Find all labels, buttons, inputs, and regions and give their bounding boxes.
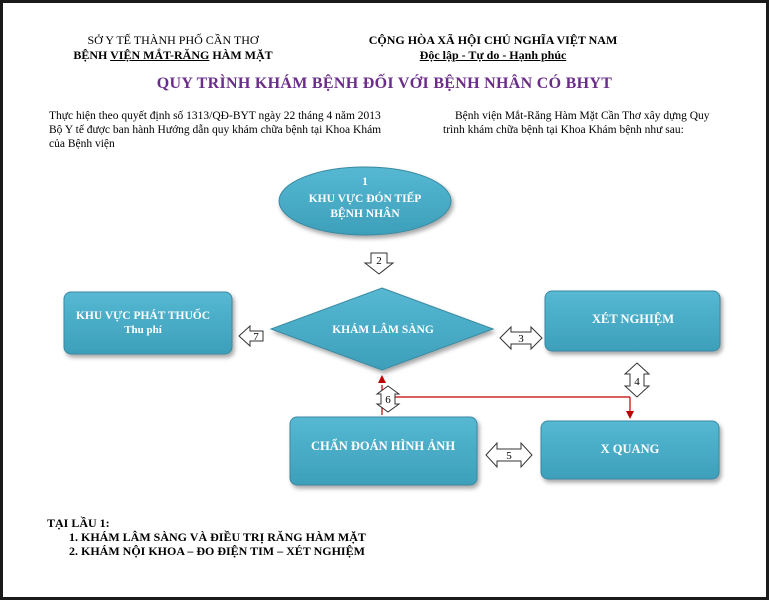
intro-left-line: Bộ Y tế được ban hành Hướng dẫn quy khám… — [49, 124, 382, 136]
header-left: SỞ Y TẾ THÀNH PHỐ CẦN THƠ BỆNH VIỆN MẮT-… — [58, 33, 288, 63]
intro-right: Bệnh viện Mắt-Răng Hàm Mặt Cần Thơ xây d… — [443, 109, 743, 137]
reception-node: 1 KHU VỰC ĐÓN TIẾP BỆNH NHÂN — [278, 166, 452, 236]
pharmacy-sublabel: Thu phí — [124, 324, 163, 336]
arrow-5-label: 5 — [506, 450, 512, 462]
intro-left: Thực hiện theo quyết định số 1313/QĐ-BYT… — [49, 109, 409, 151]
page-title: QUY TRÌNH KHÁM BỆNH ĐỐI VỚI BỆNH NHÂN CÓ… — [156, 75, 613, 92]
pharmacy-label: KHU VỰC PHÁT THUỐC — [76, 307, 210, 322]
arrow-6-label: 6 — [385, 394, 391, 406]
intro-right-line: Bệnh viện Mắt-Răng Hàm Mặt Cần Thơ xây d… — [455, 110, 710, 122]
header-right: CỘNG HÒA XÃ HỘI CHỦ NGHĨA VIỆT NAM Độc l… — [353, 33, 633, 63]
intro-left-line: Thực hiện theo quyết định số 1313/QĐ-BYT… — [49, 110, 381, 122]
arrow-2: 2 — [363, 252, 395, 275]
arrow-5: 5 — [485, 441, 533, 469]
notes-item: 2. KHÁM NỘI KHOA – ĐO ĐIỆN TIM – XÉT NGH… — [69, 544, 365, 558]
reception-label: BỆNH NHÂN — [330, 206, 400, 220]
arrow-3-label: 3 — [518, 333, 524, 345]
notes-heading: TẠI LẦU 1: — [47, 516, 110, 530]
pharmacy-node: KHU VỰC PHÁT THUỐC Thu phí — [63, 291, 233, 355]
connector-lines — [378, 375, 634, 419]
intro-right-line: trình khám chữa bệnh tại Khoa Khám bệnh … — [443, 124, 684, 136]
lab-node: XÉT NGHIỆM — [544, 290, 721, 352]
notes-item: 1. KHÁM LÂM SÀNG VÀ ĐIỀU TRỊ RĂNG HÀM MẶ… — [69, 530, 366, 544]
imaging-label: CHẨN ĐOÁN HÌNH ẢNH — [311, 438, 455, 453]
arrow-3: 3 — [499, 325, 543, 351]
arrow-6: 6 — [375, 385, 401, 413]
xray-label: X QUANG — [601, 442, 660, 456]
national-motto: Độc lập - Tự do - Hạnh phúc — [419, 48, 567, 62]
arrow-2-label: 2 — [376, 255, 382, 267]
flow-diagram: 1 KHU VỰC ĐÓN TIẾP BỆNH NHÂN 2 KHÁM LÂM … — [63, 166, 721, 486]
floor-notes: TẠI LẦU 1: 1. KHÁM LÂM SÀNG VÀ ĐIỀU TRỊ … — [47, 516, 447, 558]
hospital-name: BỆNH VIỆN MẮT-RĂNG HÀM MẶT — [73, 48, 273, 62]
xray-node: X QUANG — [540, 420, 720, 480]
arrow-4-label: 4 — [634, 376, 640, 388]
arrow-4: 4 — [623, 362, 651, 398]
exam-node: KHÁM LÂM SÀNG — [269, 287, 495, 371]
arrow-7-label: 7 — [253, 331, 259, 343]
national-title: CỘNG HÒA XÃ HỘI CHỦ NGHĨA VIỆT NAM — [368, 33, 618, 47]
exam-label: KHÁM LÂM SÀNG — [332, 322, 434, 336]
intro-left-line: của Bệnh viện — [49, 138, 115, 150]
imaging-node: CHẨN ĐOÁN HÌNH ẢNH — [289, 416, 478, 486]
reception-number: 1 — [362, 176, 368, 188]
reception-label: KHU VỰC ĐÓN TIẾP — [309, 190, 422, 205]
department-name: SỞ Y TẾ THÀNH PHỐ CẦN THƠ — [87, 33, 259, 47]
arrow-7: 7 — [238, 324, 264, 348]
lab-label: XÉT NGHIỆM — [592, 312, 674, 326]
